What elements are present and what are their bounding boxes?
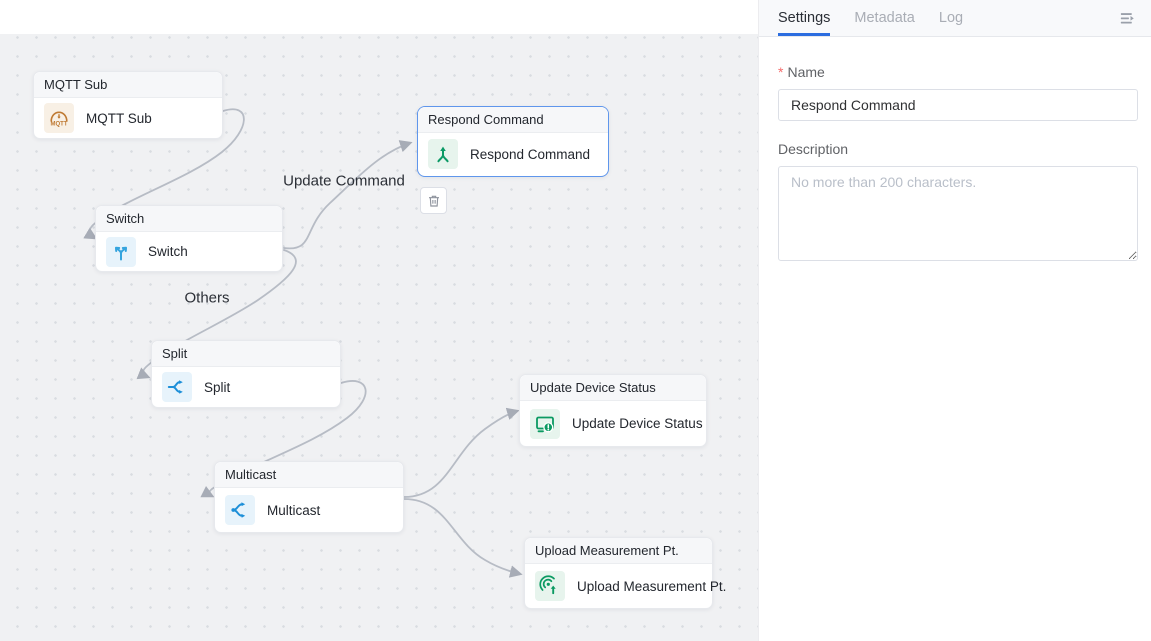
edge-mqttsub-switch[interactable] [83, 108, 245, 240]
node-label: Update Device Status [572, 416, 703, 431]
tab-settings[interactable]: Settings [778, 0, 831, 36]
multicast-icon [225, 495, 255, 525]
edge-multicast-upload[interactable] [403, 498, 523, 578]
node-update-device-status[interactable]: Update Device Status Update Device Statu… [519, 374, 707, 447]
delete-node-button[interactable] [420, 187, 447, 214]
node-mqtt-sub[interactable]: MQTT Sub MQTT MQTT Sub [33, 71, 223, 139]
node-upload-measurement[interactable]: Upload Measurement Pt. Upload Measuremen… [524, 537, 726, 609]
split-icon [162, 372, 192, 402]
tab-metadata[interactable]: Metadata [854, 10, 915, 26]
edge-switch-respond[interactable] [283, 140, 413, 250]
edge-label-update-command: Update Command [283, 172, 405, 190]
settings-form: *Name Description [759, 37, 1151, 266]
node-label: Respond Command [470, 146, 591, 162]
update-device-status-icon [530, 408, 560, 439]
edge-multicast-updatestatus[interactable] [403, 407, 520, 498]
node-split[interactable]: Split Split [151, 340, 341, 408]
mqtt-sub-icon: MQTT [44, 103, 74, 133]
tab-log[interactable]: Log [938, 10, 964, 26]
node-title: Split [152, 341, 340, 367]
flow-edges [83, 108, 523, 578]
node-title: Multicast [215, 462, 403, 488]
respond-command-icon [428, 139, 458, 169]
node-title: Upload Measurement Pt. [525, 538, 712, 564]
node-multicast[interactable]: Multicast Multicast [214, 461, 404, 533]
node-label: MQTT Sub [86, 110, 152, 126]
panel-tabbar: Settings Metadata Log [759, 0, 1151, 37]
trash-icon [428, 195, 439, 207]
node-label: Upload Measurement Pt. [577, 578, 727, 594]
collapse-panel-button[interactable] [1118, 0, 1137, 36]
switch-icon [106, 236, 136, 267]
node-title: Respond Command [418, 107, 608, 133]
node-title: MQTT Sub [34, 72, 222, 98]
node-respond-command[interactable]: Respond Command Respond Command [417, 106, 609, 177]
node-label: Switch [148, 244, 188, 259]
flow-canvas[interactable]: Update Command Others MQTT Sub MQTT MQTT… [0, 0, 758, 641]
description-textarea[interactable] [778, 166, 1138, 261]
edge-switch-split[interactable] [136, 249, 297, 380]
collapse-panel-icon [1120, 12, 1134, 24]
svg-text:MQTT: MQTT [51, 122, 68, 128]
upload-measurement-icon [535, 571, 565, 601]
node-label: Split [204, 379, 231, 395]
node-label: Multicast [267, 502, 321, 518]
edge-split-multicast[interactable] [200, 380, 367, 498]
description-field-label: Description [778, 141, 849, 157]
node-title: Switch [96, 206, 282, 232]
node-switch[interactable]: Switch Switch [95, 205, 283, 272]
edge-label-others: Others [184, 289, 230, 307]
settings-panel: Settings Metadata Log *Name Description [758, 0, 1151, 641]
name-input[interactable] [778, 89, 1138, 121]
node-title: Update Device Status [520, 375, 706, 401]
name-field-label: *Name [778, 64, 825, 80]
canvas-top-strip [0, 0, 758, 34]
required-marker: * [778, 64, 784, 80]
